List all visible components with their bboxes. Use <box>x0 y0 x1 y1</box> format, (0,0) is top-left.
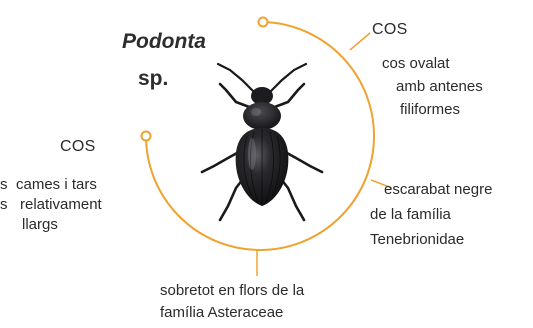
right-line-2: de la família <box>370 206 451 223</box>
beetle-pronotum <box>243 102 281 130</box>
beetle-illustration <box>190 62 335 228</box>
cutoff-fragment-2: s <box>0 196 8 213</box>
top-right-line-1: cos ovalat <box>382 55 450 72</box>
left-antenna <box>216 62 256 94</box>
right-line-1: escarabat negre <box>384 181 493 198</box>
heading-body-left: COS <box>60 138 96 155</box>
top-right-line-3: filiformes <box>400 101 461 118</box>
right-antenna <box>268 62 308 94</box>
arc-endpoint-left <box>140 130 152 142</box>
heading-body-top-right: COS <box>372 21 408 38</box>
arc-endpoint-top <box>257 16 269 28</box>
left-line-2: relativament <box>20 196 102 213</box>
right-line-3: Tenebrionidae <box>370 231 465 248</box>
cutoff-fragment-1: s <box>0 176 8 193</box>
species-epithet: sp. <box>138 67 169 90</box>
left-line-1: cames i tars <box>16 176 97 193</box>
species-genus: Podonta <box>122 30 206 53</box>
connector-right <box>370 179 393 189</box>
beetle-head <box>251 87 273 105</box>
bottom-line-1: sobretot en flors de la <box>160 282 305 299</box>
front-right-leg <box>270 82 306 110</box>
front-left-leg <box>218 82 254 110</box>
left-line-3: llargs <box>22 216 58 233</box>
orange-arc <box>145 21 375 251</box>
connector-top-right <box>349 32 371 51</box>
bottom-line-2: família Asteraceae <box>160 304 284 321</box>
top-right-line-2: amb antenes <box>396 78 483 95</box>
